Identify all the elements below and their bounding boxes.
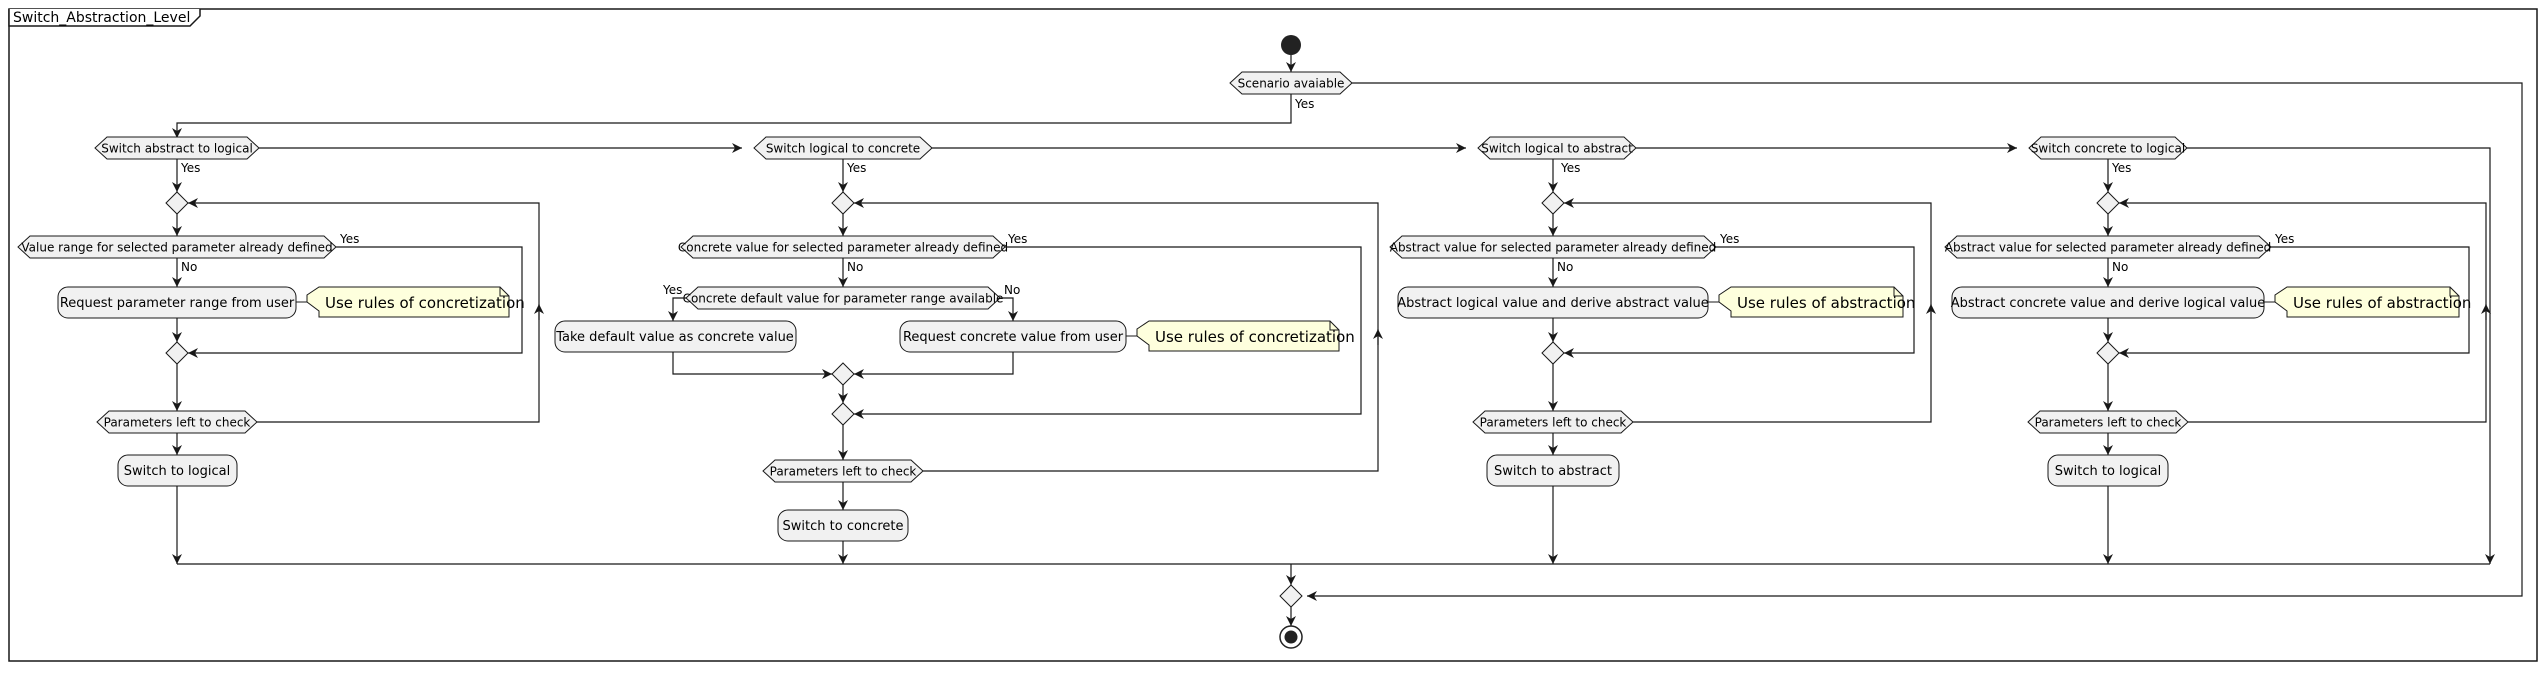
inner-check: Concrete default value for parameter ran… xyxy=(683,292,1004,306)
no-scenario-path xyxy=(1307,82,2523,601)
request-action: Request concrete value from user xyxy=(903,330,1124,345)
branch-condition: Switch logical to abstract xyxy=(1481,142,1633,156)
check-no-label: No xyxy=(847,260,863,274)
final-merge xyxy=(1279,584,1303,608)
abstract-action: Abstract concrete value and derive logic… xyxy=(1951,296,2266,311)
loop-condition: Parameters left to check xyxy=(104,416,251,430)
final-action: Switch to abstract xyxy=(1494,464,1612,479)
inner-yes-label: Yes xyxy=(662,283,682,297)
loop-condition: Parameters left to check xyxy=(1480,416,1627,430)
connector xyxy=(2187,147,2495,564)
yes-label: Yes xyxy=(846,161,866,175)
scenario-yes-label: Yes xyxy=(1294,97,1314,111)
start-node xyxy=(1281,35,1301,55)
rule-note: Use rules of abstraction xyxy=(2293,294,2471,312)
scenario-decision-label: Scenario avaiable xyxy=(1238,77,1345,91)
yes-label: Yes xyxy=(2111,161,2131,175)
check-yes-label: Yes xyxy=(1719,232,1739,246)
branch-logical-to-concrete: Switch logical to concrete Yes Concrete … xyxy=(554,136,1383,564)
branch-abstract-to-logical: Switch abstract to logical Yes Value ran… xyxy=(17,136,544,564)
loop-condition: Parameters left to check xyxy=(2035,416,2182,430)
check-no-label: No xyxy=(2112,260,2128,274)
parameter-check: Abstract value for selected parameter al… xyxy=(1390,241,1717,255)
check-yes-label: Yes xyxy=(1007,232,1027,246)
rule-note: Use rules of abstraction xyxy=(1737,294,1915,312)
frame: Switch_Abstraction_Level xyxy=(8,8,2538,662)
rule-note: Use rules of concretization xyxy=(1155,328,1355,346)
default-value-action: Take default value as concrete value xyxy=(555,330,794,345)
frame-title: Switch_Abstraction_Level xyxy=(13,10,190,26)
inner-no-label: No xyxy=(1004,283,1020,297)
branch-concrete-to-logical: Switch concrete to logical Yes Abstract … xyxy=(1944,136,2491,564)
check-yes-label: Yes xyxy=(2274,232,2294,246)
parameter-check: Abstract value for selected parameter al… xyxy=(1945,241,2272,255)
check-no-label: No xyxy=(1557,260,1573,274)
branch-condition: Switch concrete to logical xyxy=(2031,142,2185,156)
final-action: Switch to logical xyxy=(124,464,230,479)
connector xyxy=(172,94,1292,138)
request-action: Request parameter range from user xyxy=(60,296,295,311)
yes-label: Yes xyxy=(180,161,200,175)
abstract-action: Abstract logical value and derive abstra… xyxy=(1397,296,1709,311)
yes-label: Yes xyxy=(1560,161,1580,175)
final-action: Switch to logical xyxy=(2055,464,2161,479)
final-action: Switch to concrete xyxy=(783,519,904,534)
parameter-check: Concrete value for selected parameter al… xyxy=(678,241,1008,255)
parameter-check: Value range for selected parameter alrea… xyxy=(21,241,332,255)
branch-logical-to-abstract: Switch logical to abstract Yes Abstract … xyxy=(1389,136,1936,564)
end-node xyxy=(1279,625,1303,649)
loop-condition: Parameters left to check xyxy=(770,465,917,479)
rule-note: Use rules of concretization xyxy=(325,294,525,312)
check-no-label: No xyxy=(181,260,197,274)
branch-condition: Switch abstract to logical xyxy=(101,142,253,156)
branch-condition: Switch logical to concrete xyxy=(766,142,920,156)
scenario-decision: Scenario avaiable xyxy=(1229,71,1353,95)
check-yes-label: Yes xyxy=(339,232,359,246)
